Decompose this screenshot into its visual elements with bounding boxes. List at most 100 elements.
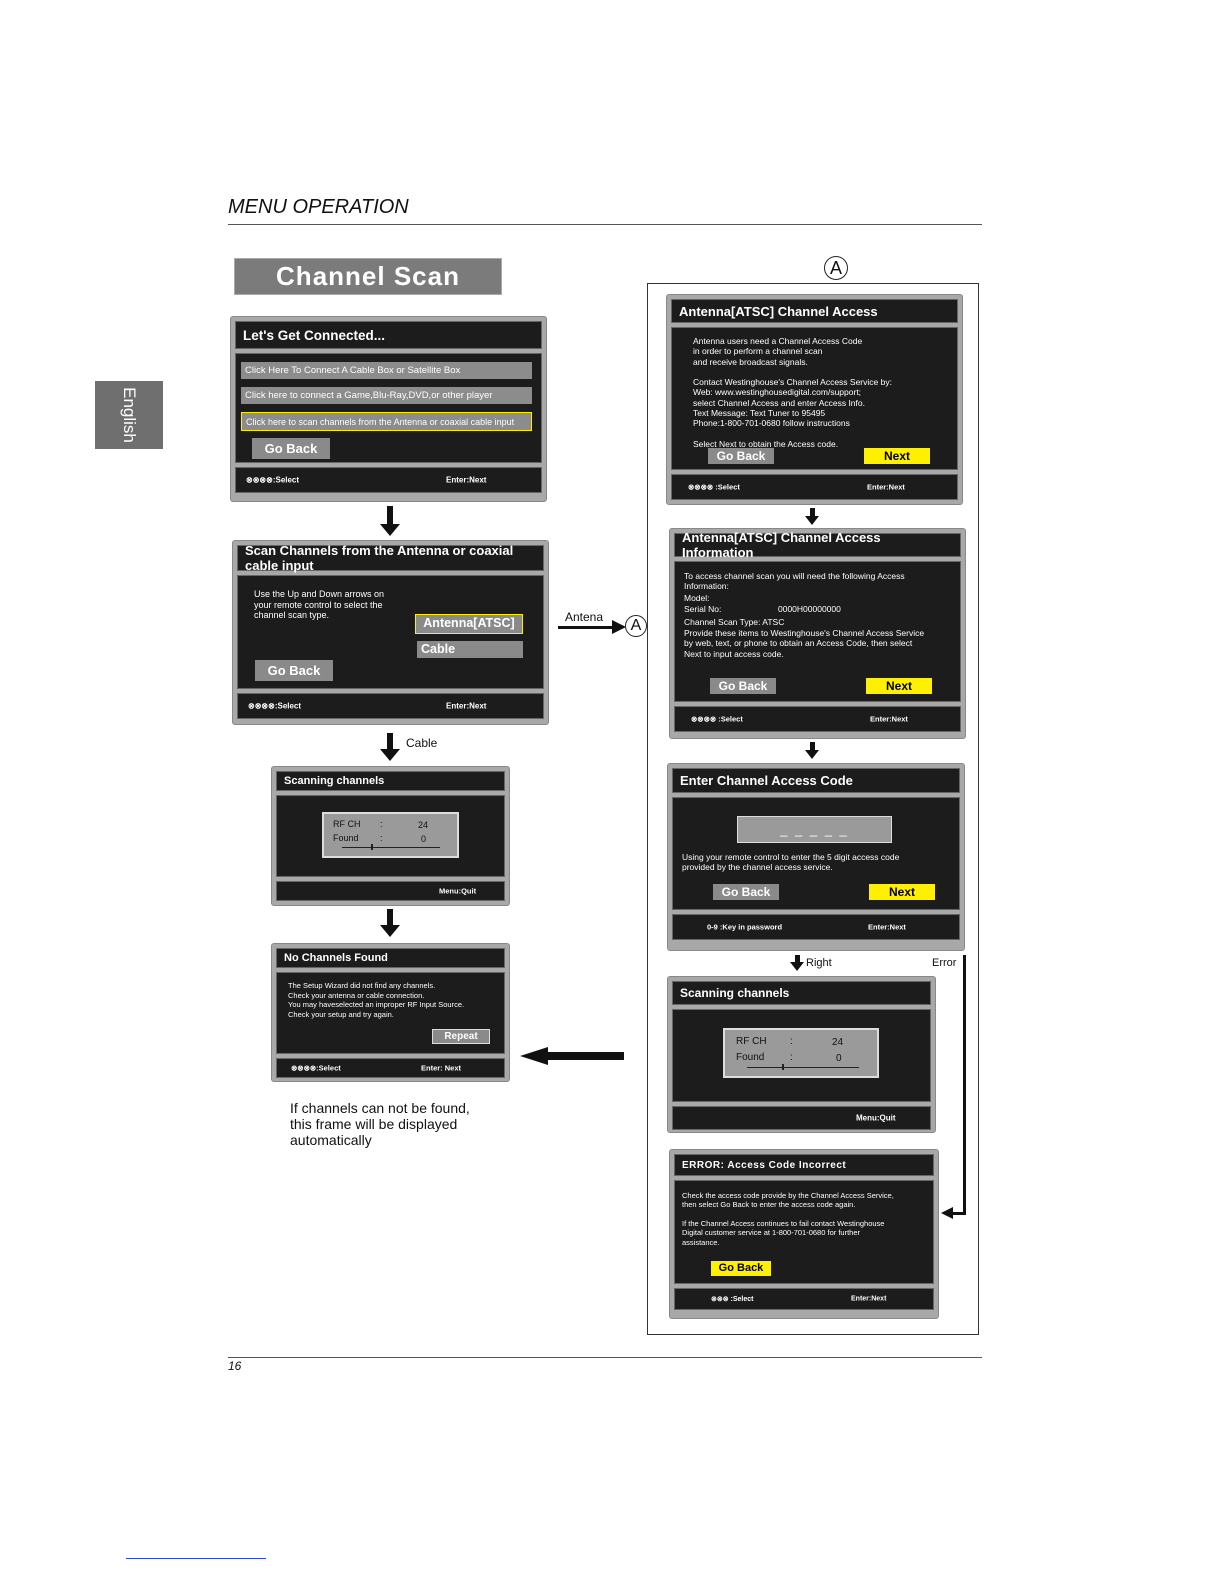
- rf-ch-colon: :: [790, 1036, 793, 1047]
- screen-scanning-channels: Scanning channels RF CH : 24 Found : 0 M…: [271, 766, 510, 906]
- footer-quit-hint: Menu:Quit: [439, 886, 477, 896]
- error-path-line: [963, 955, 966, 1215]
- screen-body: Antenna users need a Channel Access Code…: [671, 327, 958, 470]
- screen-title: Scan Channels from the Antenna or coaxia…: [237, 543, 544, 573]
- rf-ch-value: 24: [418, 820, 429, 830]
- screen-title: Let's Get Connected...: [235, 321, 542, 349]
- marker-a-link: A: [625, 615, 647, 637]
- screen-lets-get-connected: Let's Get Connected... Click Here To Con…: [230, 316, 547, 502]
- screen-title: Antenna[ATSC] Channel Access: [671, 299, 958, 323]
- footer-enter-hint: Enter:Next: [870, 714, 908, 724]
- found-colon: :: [790, 1052, 793, 1063]
- rf-ch-label: RF CH: [333, 819, 361, 829]
- screen-scanning-channels-antenna: Scanning channels RF CH : 24 Found : 0 M…: [667, 976, 936, 1133]
- no-channels-text: The Setup Wizard did not find any channe…: [288, 981, 465, 1019]
- arrow-down-icon: [380, 524, 400, 536]
- screen-footer: ⊗⊗⊗ :Select Enter:Next: [674, 1288, 934, 1310]
- found-value: 0: [836, 1053, 842, 1064]
- next-button[interactable]: Next: [866, 678, 932, 694]
- footer-select-hint: ⊗⊗⊗⊗:Select: [246, 475, 300, 485]
- scan-progress-box: RF CH : 24 Found : 0: [723, 1028, 879, 1078]
- screen-footer: Menu:Quit: [672, 1106, 931, 1130]
- footer-select-hint: ⊗⊗⊗⊗:Select: [291, 1063, 341, 1073]
- serial-value: 0000H00000000: [778, 604, 841, 614]
- screen-scan-channels: Scan Channels from the Antenna or coaxia…: [232, 540, 549, 725]
- flow-label-error: Error: [932, 957, 957, 969]
- screen-body: RF CH : 24 Found : 0: [276, 795, 505, 877]
- bottom-link-line: [126, 1558, 266, 1559]
- screen-title: ERROR: Access Code Incorrect: [674, 1154, 934, 1176]
- go-back-button[interactable]: Go Back: [713, 884, 779, 900]
- marker-a-top: A: [824, 256, 848, 280]
- screen-antenna-channel-access: Antenna[ATSC] Channel Access Antenna use…: [666, 294, 963, 505]
- channel-access-text: Antenna users need a Channel Access Code…: [693, 336, 892, 449]
- footer-enter-hint: Enter:Next: [867, 482, 905, 492]
- arrow-down-shaft: [387, 506, 393, 526]
- rf-ch-colon: :: [380, 819, 383, 829]
- screen-error-access-code: ERROR: Access Code Incorrect Check the a…: [669, 1149, 939, 1319]
- footer-select-hint: ⊗⊗⊗⊗:Select: [248, 701, 302, 711]
- progress-track: [747, 1067, 859, 1068]
- arrow-down-icon: [805, 516, 819, 525]
- progress-marker: [782, 1064, 784, 1070]
- page-number: 16: [228, 1359, 242, 1373]
- screen-footer: Menu:Quit: [276, 881, 505, 901]
- footer-password-hint: 0-9 :Key in password: [707, 922, 783, 932]
- screen-title: Scanning channels: [276, 771, 505, 791]
- header-divider: [228, 224, 982, 225]
- arrow-down-shaft: [810, 508, 815, 518]
- arrow-down-shaft: [810, 742, 815, 752]
- model-label: Model:: [684, 593, 710, 603]
- next-button[interactable]: Next: [864, 448, 930, 464]
- access-info-outro: Provide these items to Westinghouse's Ch…: [684, 628, 925, 659]
- menu-item-cable-box[interactable]: Click Here To Connect A Cable Box or Sat…: [241, 362, 532, 379]
- rf-ch-value: 24: [832, 1037, 844, 1048]
- screen-footer: ⊗⊗⊗⊗ :Select Enter:Next: [671, 474, 958, 500]
- footer-enter-hint: Enter:Next: [446, 475, 487, 485]
- menu-item-scan-antenna[interactable]: Click here to scan channels from the Ant…: [241, 412, 532, 431]
- screen-title: Antenna[ATSC] Channel Access Information: [674, 530, 961, 560]
- access-code-input[interactable]: _ _ _ _ _: [737, 816, 892, 843]
- access-code-instructions: Using your remote control to enter the 5…: [682, 852, 900, 873]
- section-title: Channel Scan: [234, 258, 502, 295]
- footer-divider: [228, 1357, 982, 1358]
- screen-body: RF CH : 24 Found : 0: [672, 1009, 931, 1102]
- flow-label-cable: Cable: [406, 736, 438, 750]
- footer-enter-hint: Enter:Next: [868, 922, 906, 932]
- footer-select-hint: ⊗⊗⊗⊗ :Select: [688, 482, 740, 492]
- error-text-1: Check the access code provide by the Cha…: [682, 1191, 894, 1210]
- progress-marker: [371, 844, 373, 850]
- arrow-down-icon: [380, 925, 400, 937]
- progress-track: [342, 847, 440, 848]
- screen-body: To access channel scan you will need the…: [674, 561, 961, 702]
- screen-no-channels-found: No Channels Found The Setup Wizard did n…: [271, 943, 510, 1082]
- screen-title: No Channels Found: [276, 948, 505, 968]
- go-back-button[interactable]: Go Back: [255, 660, 333, 681]
- option-antenna-atsc[interactable]: Antenna[ATSC]: [415, 614, 523, 634]
- scan-type: Channel Scan Type: ATSC: [684, 617, 785, 627]
- go-back-button[interactable]: Go Back: [252, 438, 330, 459]
- arrow-down-icon: [790, 962, 804, 971]
- next-button[interactable]: Next: [869, 884, 935, 900]
- go-back-button[interactable]: Go Back: [711, 1261, 771, 1276]
- screen-body: The Setup Wizard did not find any channe…: [276, 972, 505, 1054]
- go-back-button[interactable]: Go Back: [708, 448, 774, 464]
- go-back-button[interactable]: Go Back: [710, 678, 776, 694]
- option-cable[interactable]: Cable: [417, 641, 523, 658]
- antenna-flow-box: [647, 283, 979, 1335]
- scan-instructions: Use the Up and Down arrows on your remot…: [254, 589, 385, 620]
- screen-body: Click Here To Connect A Cable Box or Sat…: [235, 353, 542, 463]
- screen-antenna-access-info: Antenna[ATSC] Channel Access Information…: [669, 528, 966, 739]
- arrow-left-icon: [941, 1207, 953, 1219]
- found-value: 0: [421, 834, 427, 844]
- page-header-title: MENU OPERATION: [228, 196, 409, 218]
- screen-title: Scanning channels: [672, 981, 931, 1005]
- screen-footer: 0-9 :Key in password Enter:Next: [672, 914, 960, 940]
- screen-body: Check the access code provide by the Cha…: [674, 1180, 934, 1284]
- screen-enter-access-code: Enter Channel Access Code _ _ _ _ _ Usin…: [667, 763, 965, 951]
- screen-footer: ⊗⊗⊗⊗:Select Enter: Next: [276, 1058, 505, 1078]
- screen-body: _ _ _ _ _ Using your remote control to e…: [672, 797, 960, 910]
- menu-item-game-player[interactable]: Click here to connect a Game,Blu-Ray,DVD…: [241, 387, 532, 404]
- repeat-button[interactable]: Repeat: [432, 1029, 490, 1044]
- arrow-left-icon: [520, 1047, 548, 1065]
